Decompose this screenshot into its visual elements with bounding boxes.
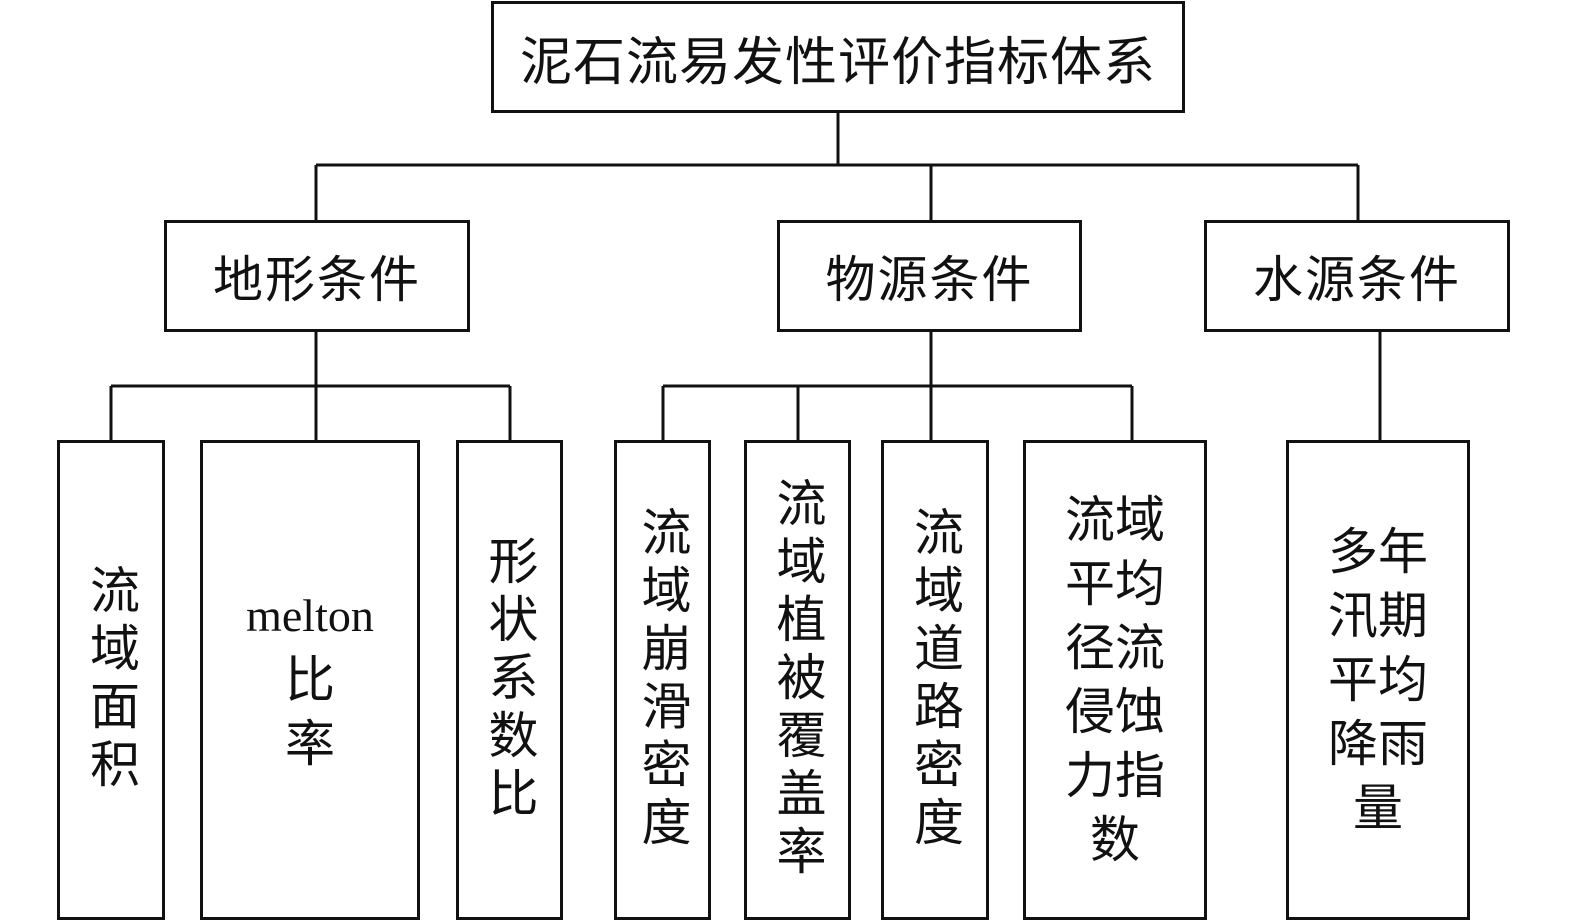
category-water-label: 水源条件 bbox=[1253, 251, 1461, 309]
indicator-road-density-label: 流域道路密度 bbox=[906, 506, 964, 854]
root-label: 泥石流易发性评价指标体系 bbox=[519, 32, 1156, 93]
indicator-watershed-area: 流域面积 bbox=[57, 440, 165, 920]
indicator-vegetation-cover-label: 流域植被覆盖率 bbox=[768, 477, 827, 883]
category-source: 物源条件 bbox=[777, 220, 1082, 332]
indicator-rainfall-line1: 多年 bbox=[1328, 523, 1428, 581]
indicator-melton-line3: 率 bbox=[285, 715, 335, 773]
indicator-runoff-line2: 平均 bbox=[1065, 555, 1165, 613]
indicator-runoff-line6: 数 bbox=[1090, 811, 1140, 869]
indicator-runoff-line5: 力指 bbox=[1065, 747, 1165, 805]
category-water: 水源条件 bbox=[1204, 220, 1510, 332]
indicator-landslide-density: 流域崩滑密度 bbox=[614, 440, 711, 920]
category-terrain: 地形条件 bbox=[164, 220, 470, 332]
indicator-rainfall-line3: 平均 bbox=[1328, 651, 1428, 709]
indicator-runoff-line1: 流域 bbox=[1065, 491, 1165, 549]
category-source-label: 物源条件 bbox=[825, 251, 1034, 309]
indicator-runoff-line4: 侵蚀 bbox=[1065, 683, 1165, 741]
indicator-melton-line1: melton bbox=[246, 590, 374, 641]
indicator-flood-rainfall: 多年 汛期 平均 降雨 量 bbox=[1286, 440, 1470, 920]
indicator-landslide-density-label: 流域崩滑密度 bbox=[633, 506, 692, 854]
indicator-rainfall-line2: 汛期 bbox=[1328, 587, 1428, 645]
indicator-watershed-area-label: 流域面积 bbox=[82, 564, 140, 796]
indicator-road-density: 流域道路密度 bbox=[881, 440, 989, 920]
root-node: 泥石流易发性评价指标体系 bbox=[491, 1, 1185, 113]
indicator-runoff-erosivity: 流域 平均 径流 侵蚀 力指 数 bbox=[1023, 440, 1207, 920]
indicator-shape-coefficient: 形状系数比 bbox=[456, 440, 563, 920]
indicator-melton-line2: 比 bbox=[285, 651, 335, 709]
indicator-rainfall-line5: 量 bbox=[1353, 779, 1403, 837]
indicator-runoff-line3: 径流 bbox=[1065, 619, 1165, 677]
indicator-shape-coefficient-label: 形状系数比 bbox=[480, 535, 539, 825]
indicator-vegetation-cover: 流域植被覆盖率 bbox=[744, 440, 851, 920]
indicator-rainfall-line4: 降雨 bbox=[1328, 715, 1428, 773]
indicator-melton-ratio: melton 比 率 bbox=[200, 440, 420, 920]
category-terrain-label: 地形条件 bbox=[213, 251, 421, 309]
